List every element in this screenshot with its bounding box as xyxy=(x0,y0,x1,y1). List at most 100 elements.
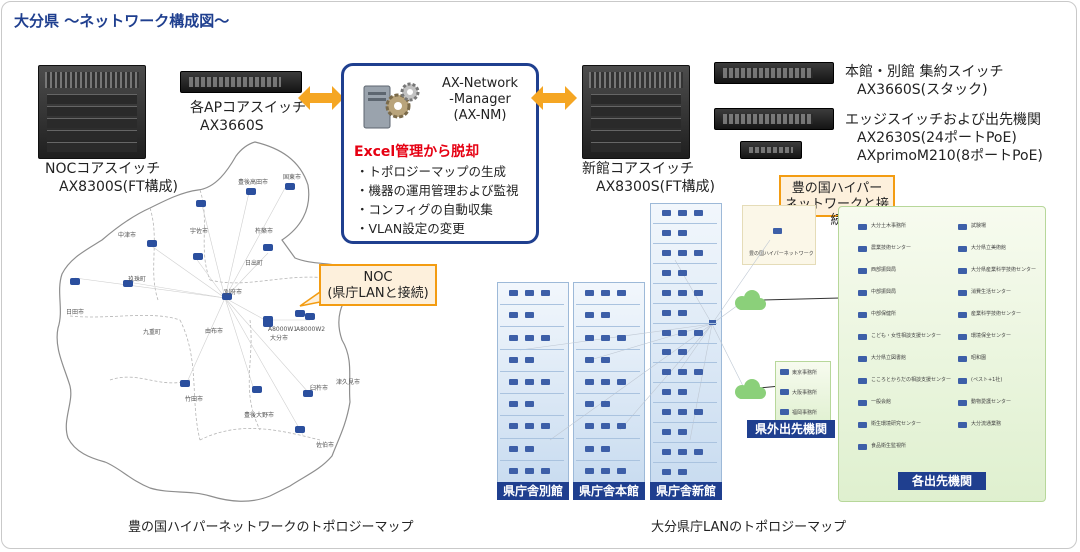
new-core-switch-image xyxy=(582,65,690,159)
branch-offices-label: 各出先機関 xyxy=(898,472,986,490)
lan-node-icon xyxy=(617,423,626,429)
lan-node-icon xyxy=(662,230,671,236)
floor-line xyxy=(653,362,717,363)
office-label: 東京事務所 xyxy=(792,370,818,376)
lan-node-icon xyxy=(601,312,610,318)
lan-node-icon xyxy=(601,379,610,385)
outside-pref-offices-box: 東京事務所 大阪事務所 福岡事務所 xyxy=(775,361,831,429)
map-node-icon xyxy=(295,426,305,433)
map-node-icon xyxy=(303,390,313,397)
lan-node-icon xyxy=(678,349,687,355)
feature-item: ・コンフィグの自動収集 xyxy=(356,202,493,217)
branch-node-icon xyxy=(858,400,867,406)
edge-switch-image xyxy=(714,108,834,130)
city-label: 杵築市 xyxy=(255,228,274,235)
oita-prefecture-map xyxy=(56,141,356,502)
building-annex-label: 県庁舎別館 xyxy=(497,482,569,500)
floor-line xyxy=(653,303,717,304)
hyper-network-node-label: 豊の国ハイパーネットワーク xyxy=(749,251,814,257)
floor-line xyxy=(653,283,717,284)
lan-node-icon xyxy=(617,290,626,296)
hyper-network-node-box: 豊の国ハイパーネットワーク xyxy=(742,205,816,265)
lan-node-icon xyxy=(694,369,703,375)
noc-node-label: A8000W1 xyxy=(268,326,298,333)
branch-node-icon xyxy=(958,290,967,296)
lan-node-icon xyxy=(601,401,610,407)
lan-node-icon xyxy=(617,468,626,474)
city-label: 豊後大野市 xyxy=(244,412,275,419)
branch-node-icon xyxy=(958,378,967,384)
city-label: 九重町 xyxy=(143,329,162,336)
edge-label: エッジスイッチおよび出先機関 AX2630S(24ポートPoE) AXprimo… xyxy=(845,112,1043,164)
office-node-icon xyxy=(780,369,789,375)
floor-line xyxy=(500,438,564,439)
main-agg-label: 本館・別館 集約スイッチ AX3660S(スタック) xyxy=(845,64,1004,98)
branch-node-icon xyxy=(858,246,867,252)
lan-node-icon xyxy=(662,310,671,316)
branch-node-icon xyxy=(958,400,967,406)
branch-office-label: 大分県立図書館 xyxy=(871,355,907,361)
lan-node-icon xyxy=(601,446,610,452)
lan-node-icon xyxy=(694,330,703,336)
lan-node-icon xyxy=(678,469,687,475)
building-new-label: 県庁舎新館 xyxy=(650,482,722,500)
floor-line xyxy=(653,263,717,264)
city-label: 豊後高田市 xyxy=(238,179,269,186)
branch-office-label: 中部振興局 xyxy=(871,289,897,295)
lan-node-icon xyxy=(585,290,594,296)
outside-pref-offices-label: 県外出先機関 xyxy=(747,420,835,438)
floor-line xyxy=(500,371,564,372)
server-gear-icon xyxy=(363,82,420,129)
lan-node-icon xyxy=(694,250,703,256)
floor-line xyxy=(576,460,640,461)
floor-line xyxy=(500,460,564,461)
office-label: 福岡事務所 xyxy=(792,410,818,416)
lan-node-icon xyxy=(601,468,610,474)
lan-node-icon xyxy=(525,401,534,407)
map-node-icon xyxy=(193,253,203,260)
city-label: 由布市 xyxy=(205,328,224,335)
lan-node-icon xyxy=(525,312,534,318)
lan-node-icon xyxy=(678,429,687,435)
branch-node-icon xyxy=(958,312,967,318)
map-node-icon xyxy=(305,313,315,320)
cloud-icon xyxy=(735,379,766,399)
branch-office-label: 産業科学技術センター xyxy=(971,311,1022,317)
lan-node-icon xyxy=(662,469,671,475)
branch-office-label: 大分流通業務 xyxy=(971,421,1002,427)
lan-node-icon xyxy=(662,369,671,375)
city-label: 国東市 xyxy=(283,174,302,181)
branch-node-icon xyxy=(958,356,967,362)
branch-office-label: 中部保健所 xyxy=(871,311,897,317)
agg-switch-image xyxy=(714,62,834,84)
lan-node-icon xyxy=(585,423,594,429)
ax-network-manager-box: AX-Network -Manager (AX-NM) Excel管理から脱却 … xyxy=(341,63,539,244)
branch-node-icon xyxy=(858,312,867,318)
floor-line xyxy=(653,442,717,443)
lan-node-icon xyxy=(525,446,534,452)
map-node-icon xyxy=(263,244,273,251)
branch-office-label: 大分県産業科学技術センター xyxy=(971,267,1037,273)
lan-node-icon xyxy=(678,270,687,276)
lan-node-icon xyxy=(509,468,518,474)
noc-callout-pointer xyxy=(299,290,321,307)
floor-line xyxy=(653,343,717,344)
branch-node-icon xyxy=(858,444,867,450)
map-node-icon xyxy=(285,183,295,190)
left-map-caption: 豊の国ハイパーネットワークのトポロジーマップ xyxy=(128,520,414,535)
branch-node-icon xyxy=(858,378,867,384)
noc-node-label: A8000W2 xyxy=(296,326,326,333)
branch-node-icon xyxy=(858,290,867,296)
map-node-icon xyxy=(70,278,80,285)
floor-line xyxy=(500,326,564,327)
page-title: 大分県 〜ネットワーク構成図〜 xyxy=(14,12,230,30)
map-node-icon xyxy=(180,380,190,387)
lan-node-icon xyxy=(662,449,671,455)
branch-office-label: 動物愛護センター xyxy=(971,399,1012,405)
lan-node-icon xyxy=(678,409,687,415)
lan-node-icon xyxy=(662,250,671,256)
branch-node-icon xyxy=(858,356,867,362)
map-node-icon xyxy=(263,320,273,327)
branch-office-label: 西部振興局 xyxy=(871,267,897,273)
excel-headline: Excel管理から脱却 xyxy=(354,144,480,160)
